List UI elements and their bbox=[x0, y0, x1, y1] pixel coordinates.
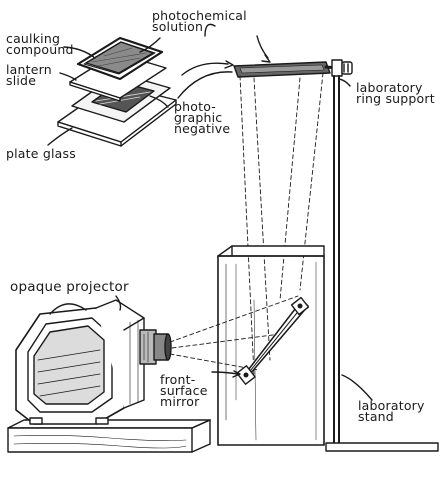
ring-support-assembly bbox=[233, 59, 353, 78]
mirror-box bbox=[217, 245, 325, 446]
label-laboratory-ring-support: laboratory ring support bbox=[356, 80, 435, 106]
label-photochemical-solution: photochemical solution bbox=[152, 8, 247, 34]
label-opaque-projector: opaque projector bbox=[10, 279, 129, 295]
photochemical-solution bbox=[85, 41, 154, 74]
label-front-surface-mirror: front- surface mirror bbox=[160, 372, 208, 409]
projection-rays bbox=[169, 72, 324, 376]
label-lantern-slide: lantern slide bbox=[6, 62, 52, 88]
label-caulking-compound: caulking compound bbox=[6, 31, 74, 57]
laboratory-stand bbox=[325, 75, 439, 452]
opaque-projector bbox=[15, 299, 172, 425]
label-photographic-negative: photo- graphic negative bbox=[174, 99, 231, 136]
front-surface-mirror bbox=[236, 296, 310, 385]
projector-table bbox=[7, 419, 211, 453]
label-plate-glass: plate glass bbox=[6, 146, 76, 161]
label-laboratory-stand: laboratory stand bbox=[358, 398, 425, 424]
